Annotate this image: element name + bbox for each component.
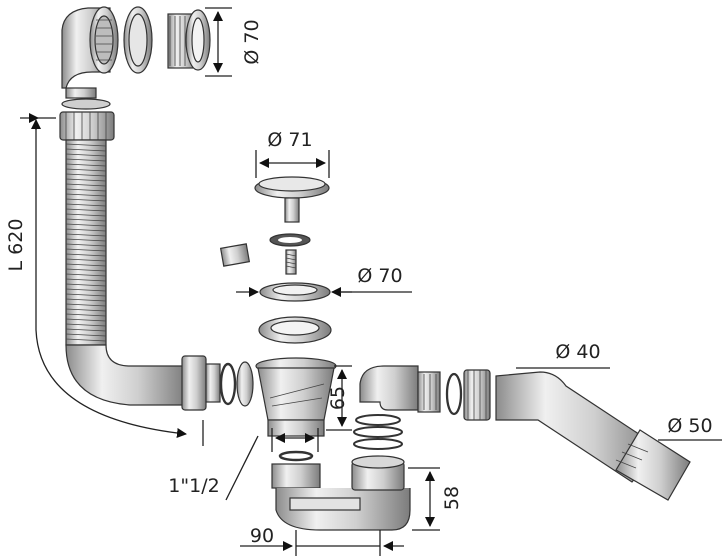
label-d71: Ø 71	[267, 129, 312, 151]
label-d70-mid: Ø 70	[357, 265, 402, 287]
dimension-h58: 58	[408, 467, 463, 531]
overflow-elbow-icon	[61, 6, 211, 89]
dimension-d50: Ø 50	[658, 415, 722, 441]
label-h65: 65	[327, 386, 349, 410]
label-d40: Ø 40	[555, 341, 600, 363]
label-w90: 90	[250, 525, 274, 547]
label-thread: 1"1/2	[168, 475, 219, 497]
trap-icon	[255, 357, 491, 531]
dimension-w90: 90	[240, 525, 404, 556]
dimension-d70-top: Ø 70	[205, 7, 263, 77]
dimension-d40: Ø 40	[516, 341, 610, 369]
dimension-d71: Ø 71	[255, 129, 330, 178]
nut-icon	[61, 87, 111, 110]
flexible-hose-icon	[59, 111, 221, 411]
label-d50: Ø 50	[667, 415, 712, 437]
outlet-pipe-icon	[495, 371, 691, 501]
dimension-h65: 65	[326, 365, 352, 431]
dimension-d70-mid: Ø 70	[236, 265, 412, 297]
dimension-l620: L 620	[5, 117, 204, 446]
label-l620: L 620	[5, 219, 27, 272]
waste-plug-icon	[219, 176, 332, 344]
label-d70-top: Ø 70	[241, 19, 263, 64]
label-h58: 58	[441, 486, 463, 510]
dimension-thread: 1"1/2	[168, 428, 319, 501]
